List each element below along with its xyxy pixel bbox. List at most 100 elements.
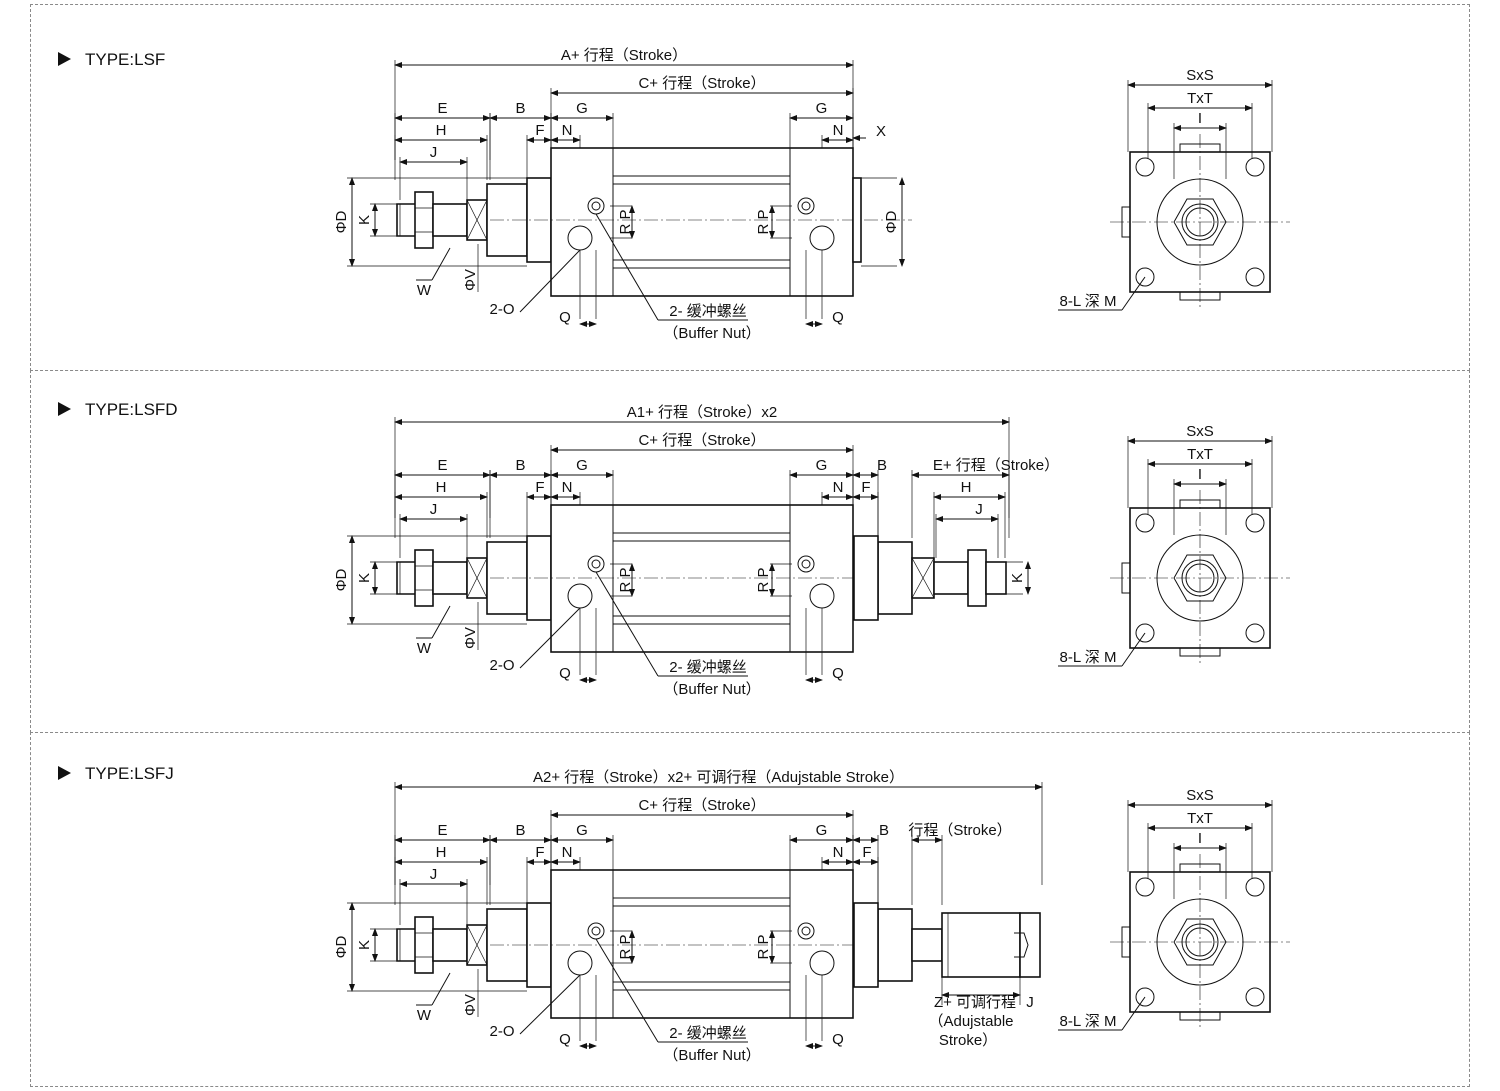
port-boss bbox=[1179, 291, 1221, 301]
hex-nut bbox=[967, 549, 987, 607]
dimension-sxs-label: SxS bbox=[1186, 67, 1214, 84]
dimension-f-label: F bbox=[535, 479, 544, 496]
panel-lsfj bbox=[30, 732, 1470, 1087]
type-title-lsf: TYPE:LSF bbox=[58, 50, 165, 70]
adjuster-body bbox=[941, 912, 1021, 978]
dimension-rp-label: R P bbox=[755, 209, 772, 234]
port-boss bbox=[1179, 863, 1221, 873]
dimension-n-label: N bbox=[562, 122, 573, 139]
dimension-d-label: ΦD bbox=[883, 210, 900, 233]
mounting-hole bbox=[1245, 877, 1265, 897]
label-mounting-holes: 8-L 深 M bbox=[1060, 1013, 1117, 1030]
dimension-b-label: B bbox=[515, 822, 525, 839]
adjuster-nut bbox=[1014, 932, 1029, 958]
buffer-screw bbox=[801, 926, 811, 936]
buffer-screw bbox=[591, 926, 601, 936]
label-w: W bbox=[417, 1007, 432, 1024]
mounting-hole bbox=[1135, 267, 1155, 287]
dimension-i-label: I bbox=[1198, 466, 1202, 483]
leader-line bbox=[431, 972, 451, 1006]
buffer-screw bbox=[801, 559, 811, 569]
dimension-rp-label: R P bbox=[755, 934, 772, 959]
label-port-o: 2-O bbox=[489, 657, 514, 674]
knurl-line bbox=[466, 924, 488, 966]
mounting-hole bbox=[1135, 157, 1155, 177]
triangle-bullet-icon bbox=[58, 766, 71, 780]
label-v: ΦV bbox=[462, 627, 479, 649]
dimension-rp-label: R P bbox=[617, 934, 634, 959]
leader-line bbox=[519, 249, 581, 313]
dimension-e-stroke-label: E+ 行程（Stroke） bbox=[933, 457, 1059, 474]
rod-thread bbox=[432, 561, 468, 595]
mounting-hole bbox=[1135, 513, 1155, 533]
mounting-hole bbox=[1245, 157, 1265, 177]
adjuster-nut bbox=[1019, 912, 1041, 978]
label-buffer-cn: 2- 缓冲螺丝 bbox=[669, 303, 747, 320]
leader-line bbox=[519, 974, 581, 1035]
dimension-h-label: H bbox=[961, 479, 972, 496]
leader-line bbox=[1121, 276, 1146, 311]
dimension-d-label: ΦD bbox=[333, 935, 350, 958]
knurl-line bbox=[466, 199, 488, 241]
label-buffer-cn: 2- 缓冲螺丝 bbox=[669, 1025, 747, 1042]
buffer-screw bbox=[797, 922, 815, 940]
dimension-i-label: I bbox=[1198, 830, 1202, 847]
dimension-f-label: F bbox=[535, 844, 544, 861]
leader-line bbox=[431, 605, 451, 639]
cylinder-barrel bbox=[550, 869, 854, 1019]
leader-line bbox=[595, 938, 659, 1043]
label-buffer-cn: 2- 缓冲螺丝 bbox=[669, 659, 747, 676]
rear-flange bbox=[853, 902, 879, 988]
rear-cap bbox=[877, 541, 913, 615]
dimension-stroke-label: C+ 行程（Stroke） bbox=[638, 75, 765, 92]
dimension-sxs-label: SxS bbox=[1186, 787, 1214, 804]
buffer-screw bbox=[591, 201, 601, 211]
rod-thread bbox=[432, 928, 468, 962]
dimension-k-label: K bbox=[356, 573, 373, 583]
label-mounting-holes: 8-L 深 M bbox=[1060, 649, 1117, 666]
tie-rod bbox=[612, 615, 791, 625]
dimension-txt-label: TxT bbox=[1187, 90, 1213, 107]
dimension-j-label: J bbox=[430, 144, 438, 161]
leader-line bbox=[1121, 632, 1146, 667]
dimension-g-label: G bbox=[576, 457, 588, 474]
leader-line bbox=[519, 607, 581, 669]
dimension-rp-label: R P bbox=[617, 209, 634, 234]
tie-rod bbox=[612, 981, 791, 991]
dimension-txt-label: TxT bbox=[1187, 810, 1213, 827]
label-buffer-en: （Buffer Nut） bbox=[663, 325, 760, 342]
dimension-f-label: F bbox=[862, 844, 871, 861]
leader-line bbox=[595, 213, 659, 321]
label-v: ΦV bbox=[462, 994, 479, 1016]
mounting-hole bbox=[1245, 987, 1265, 1007]
label-buffer-en: （Buffer Nut） bbox=[663, 1047, 760, 1064]
dimension-rp-label: R P bbox=[755, 567, 772, 592]
tie-rod bbox=[612, 532, 791, 542]
dimension-q-label: Q bbox=[832, 309, 844, 326]
dimension-j-label: J bbox=[430, 501, 438, 518]
dimension-n-label: N bbox=[833, 479, 844, 496]
port-boss bbox=[1121, 562, 1131, 594]
label-port-o: 2-O bbox=[489, 301, 514, 318]
dimension-d-label: ΦD bbox=[333, 210, 350, 233]
dimension-i-label: I bbox=[1198, 110, 1202, 127]
port-boss bbox=[1179, 143, 1221, 153]
mounting-hole bbox=[1245, 513, 1265, 533]
rod-thread bbox=[933, 561, 969, 595]
cylinder-barrel bbox=[550, 504, 854, 653]
dimension-x-label: X bbox=[876, 123, 886, 140]
dimension-h-label: H bbox=[436, 844, 447, 861]
dimension-txt-label: TxT bbox=[1187, 446, 1213, 463]
leader-line bbox=[595, 571, 659, 677]
dimension-g-label: G bbox=[576, 100, 588, 117]
triangle-bullet-icon bbox=[58, 402, 71, 416]
dimension-b-label: B bbox=[877, 457, 887, 474]
dimension-f-label: F bbox=[861, 479, 870, 496]
buffer-screw bbox=[591, 559, 601, 569]
rear-cap bbox=[877, 908, 913, 982]
dimension-j-label: J bbox=[975, 501, 983, 518]
port-boss bbox=[1121, 206, 1131, 238]
label-port-o: 2-O bbox=[489, 1023, 514, 1040]
hex-nut bbox=[414, 549, 434, 607]
